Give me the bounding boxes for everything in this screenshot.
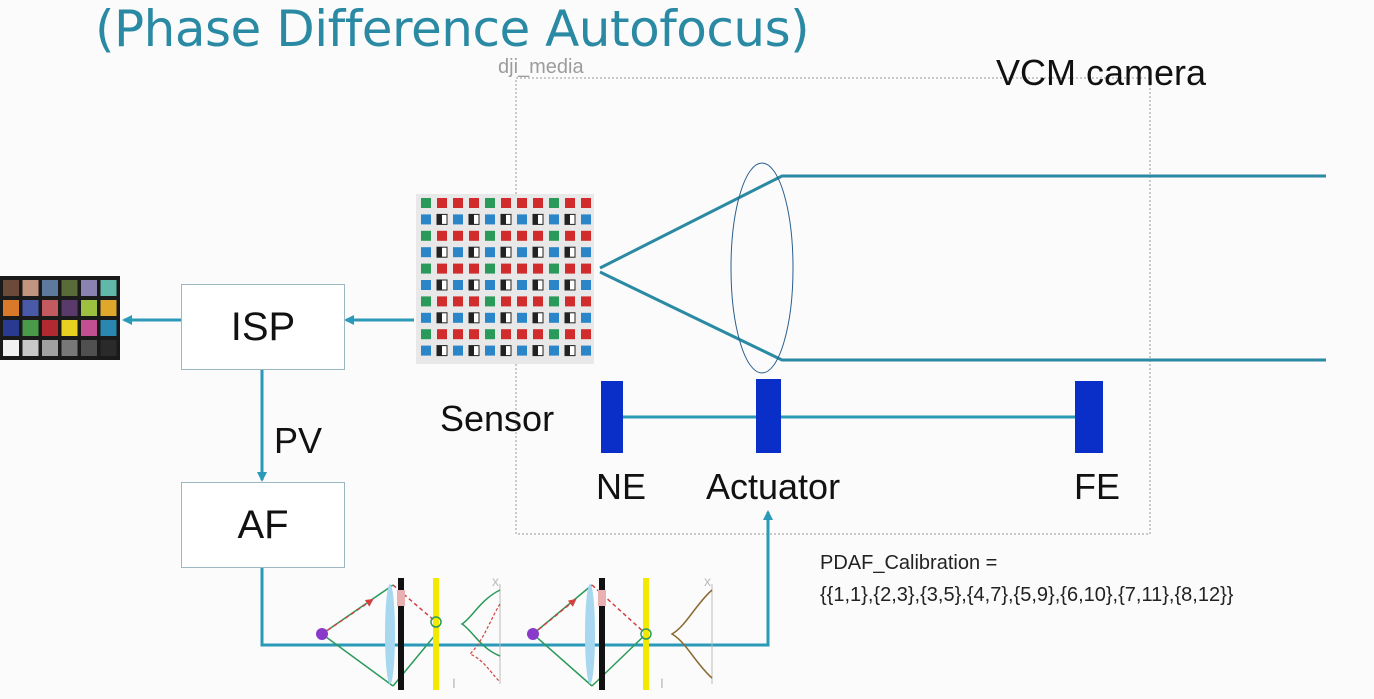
- near-end-label: NE: [596, 466, 647, 507]
- isp-label: ISP: [230, 304, 296, 349]
- pdaf-calibration-values: {{1,1},{2,3},{3,5},{4,7},{5,9},{6,10},{7…: [820, 584, 1234, 606]
- af-block: AF: [181, 482, 345, 568]
- svg-text:x: x: [492, 573, 499, 589]
- actuator-block-icon: [756, 379, 781, 453]
- light-rays: [599, 174, 1326, 362]
- slide-title: (Phase Difference Autofocus): [95, 0, 810, 58]
- watermark-text: dji_media: [498, 56, 584, 78]
- pdaf-calibration-label: PDAF_Calibration =: [820, 552, 998, 574]
- far-end-stop-icon: [1075, 381, 1103, 453]
- far-end-label: FE: [1074, 466, 1121, 507]
- svg-text:I: I: [660, 675, 664, 691]
- svg-text:x: x: [704, 573, 711, 589]
- phase-detection-illustration-1: x I: [316, 573, 501, 691]
- color-checker-icon: [0, 276, 120, 360]
- main-lens-icon: [730, 162, 794, 374]
- svg-text:I: I: [452, 675, 456, 691]
- sensor-label: Sensor: [440, 398, 555, 439]
- phase-detection-illustration-2: x I: [527, 573, 713, 691]
- pv-label: PV: [274, 420, 323, 461]
- vcm-camera-label: VCM camera: [996, 52, 1207, 93]
- isp-block: ISP: [181, 284, 345, 370]
- af-to-actuator-arrow: [260, 510, 773, 647]
- near-end-stop-icon: [601, 381, 623, 453]
- sensor-pixel-grid: [416, 194, 594, 364]
- af-label: AF: [237, 502, 289, 547]
- actuator-label: Actuator: [706, 466, 841, 507]
